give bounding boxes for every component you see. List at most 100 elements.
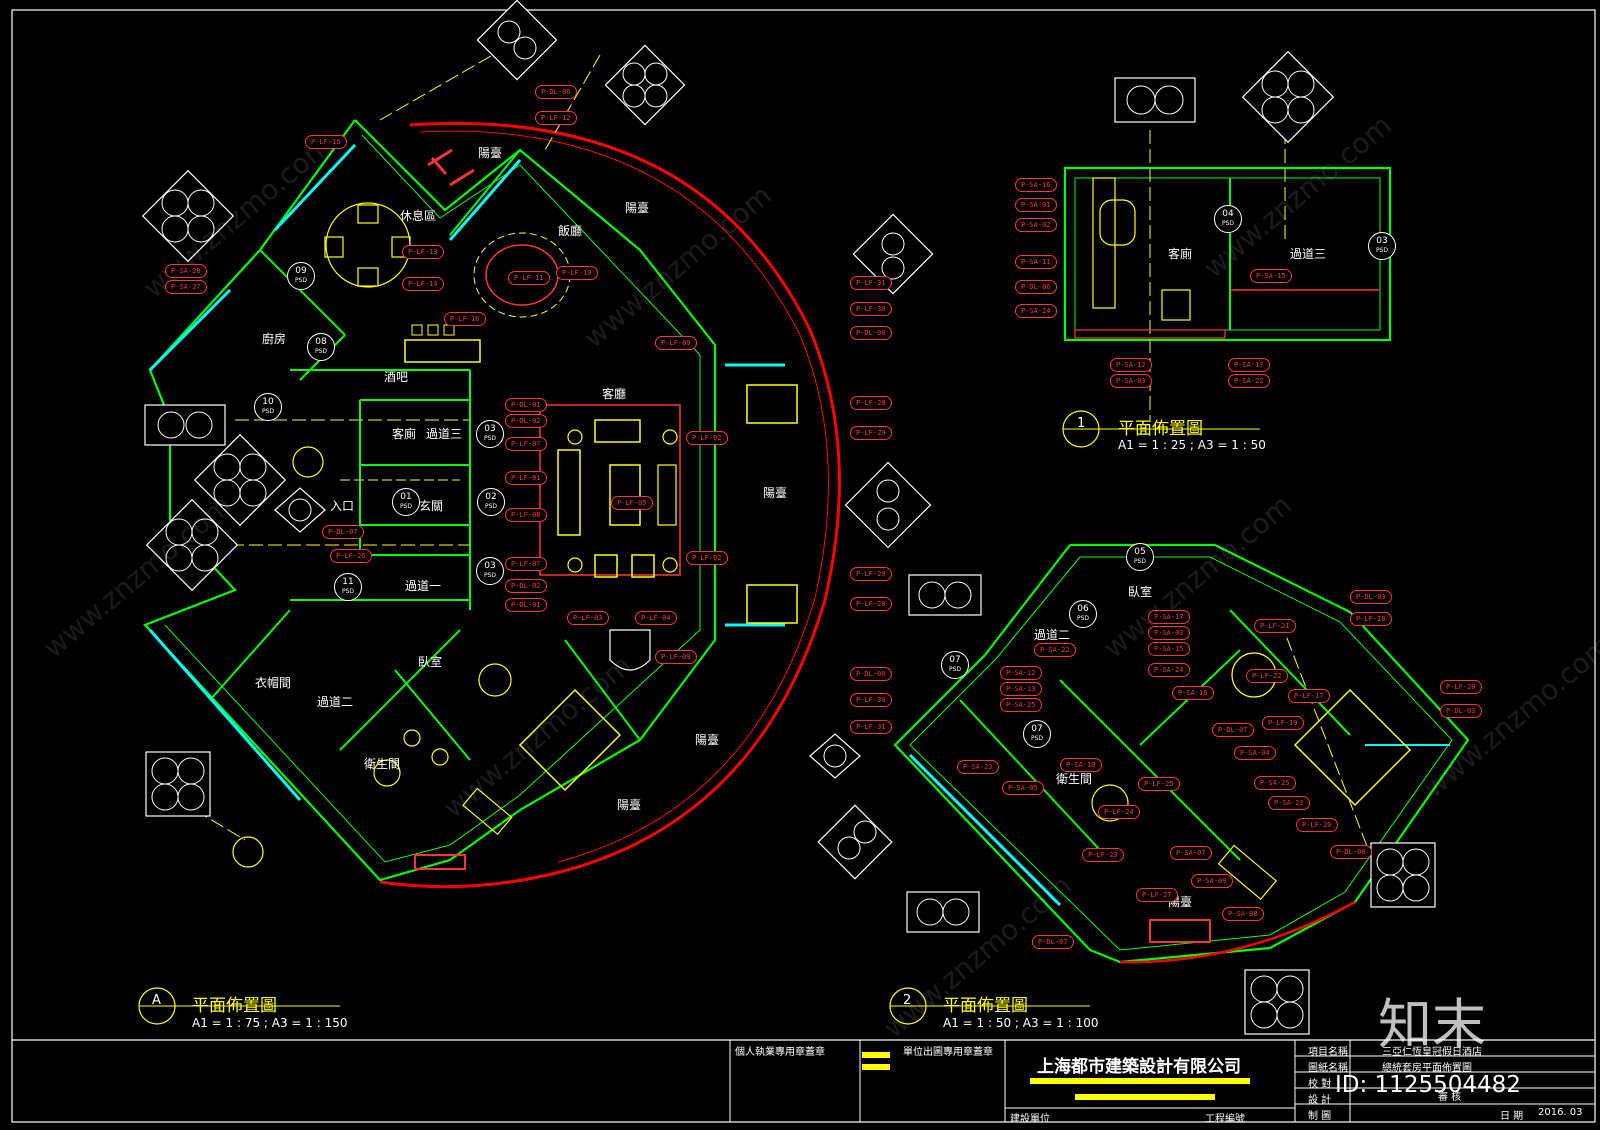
window xyxy=(148,629,302,801)
elevation-marker-four-way xyxy=(145,751,211,817)
finish-tag: P-SA-05 xyxy=(1002,781,1044,795)
finish-tag: P-SA-12 xyxy=(1110,358,1152,372)
date-label: 日 期 xyxy=(1500,1111,1524,1122)
sofa-top xyxy=(594,419,641,443)
plan-2-inner-wall xyxy=(909,556,1453,951)
finish-tag: P-SA-15 xyxy=(1148,642,1190,656)
room-label-terrace: 陽臺 xyxy=(763,486,788,500)
room-label-corridor-2: 過道二 xyxy=(317,695,354,709)
check-label: 校 對 xyxy=(1308,1079,1332,1090)
finish-tag: P-LF-05 xyxy=(611,496,653,510)
room-label-bathroom: 衛生間 xyxy=(364,757,401,771)
company-name: 上海都市建築設計有限公司 xyxy=(1037,1057,1241,1077)
centerline xyxy=(1279,619,1381,881)
lounger xyxy=(746,584,798,624)
elevation-marker-two-way xyxy=(852,213,934,295)
finish-tag: P-DL-03 xyxy=(1440,704,1482,718)
finish-tag: P-SA-17 xyxy=(1148,610,1190,624)
elevation-marker-two-way xyxy=(817,804,893,880)
room-label-terrace: 陽臺 xyxy=(625,201,650,215)
finish-tag: P-LF-25 xyxy=(1138,777,1180,791)
finish-tag: P-SA-16 xyxy=(1015,178,1057,192)
elevation-marker-two-way xyxy=(1114,77,1196,123)
finish-tag: P-LF-28 xyxy=(850,396,892,410)
finish-tag: P-DL-06 xyxy=(535,85,577,99)
coffee-table xyxy=(609,464,641,526)
shower xyxy=(373,759,401,787)
piano xyxy=(609,629,651,671)
plan-2-marker-number: 2 xyxy=(903,993,912,1008)
room-label-bedroom: 臥室 xyxy=(418,655,443,669)
elevation-marker-two-way xyxy=(906,891,980,933)
terrace-arc-inner xyxy=(419,130,829,863)
basin xyxy=(431,748,449,766)
elevation-marker-four-way xyxy=(193,433,287,527)
finish-tag: P-SA-25 xyxy=(1000,698,1042,712)
wall xyxy=(449,149,521,236)
elevation-marker-four-way xyxy=(1244,969,1310,1035)
section-callout xyxy=(292,446,324,478)
elevation-marker-four-way xyxy=(604,44,686,126)
bar-stool xyxy=(443,324,455,336)
elevation-marker-single xyxy=(809,733,861,779)
finish-tag: P-DL-03 xyxy=(1350,590,1392,604)
round-rug xyxy=(478,663,512,697)
finish-tag: P-SA-03 xyxy=(1110,374,1152,388)
finish-tag: P-DL-08 xyxy=(1330,845,1372,859)
window xyxy=(448,159,522,241)
finish-tag: P-LF-07 xyxy=(505,557,547,571)
room-label-foyer: 玄關 xyxy=(419,499,444,513)
elevation-marker-four-way xyxy=(1370,842,1436,908)
personal-seal-label: 個人執業專用章蓋章 xyxy=(735,1047,825,1058)
terrace-arc xyxy=(409,121,841,874)
armchair xyxy=(631,554,655,578)
bar-counter xyxy=(404,339,481,363)
project-label: 項目名稱 xyxy=(1308,1047,1348,1058)
room-label-corridor-3: 過道三 xyxy=(1290,247,1327,261)
plan-2-title: 平面佈置圖 xyxy=(943,996,1028,1016)
finish-tag: P-SA-03 xyxy=(1148,626,1190,640)
plan-1-scale: A1 = 1 : 25 ; A3 = 1 : 50 xyxy=(1118,438,1266,452)
wall xyxy=(394,669,471,761)
centerline xyxy=(379,44,511,121)
finish-tag: P-DL-06 xyxy=(1015,280,1057,294)
finish-tag: P-LF-27 xyxy=(1136,888,1178,902)
room-label-bar: 酒吧 xyxy=(384,370,409,384)
room-label-corridor-1: 過道一 xyxy=(405,579,442,593)
room-label-bedroom: 臥室 xyxy=(1128,585,1153,599)
finish-tag: P-LF-12 xyxy=(535,111,577,125)
drawing-value: 總統套房平面佈置圖 xyxy=(1382,1063,1472,1074)
room-label-terrace: 陽臺 xyxy=(617,798,642,812)
plan-2-outer-wall xyxy=(893,543,1470,964)
finish-tag: P-DL-01 xyxy=(505,598,547,612)
finish-tag: P-SA-12 xyxy=(1000,666,1042,680)
finish-tag: P-LF-09 xyxy=(655,650,697,664)
chair xyxy=(324,236,344,258)
draw-label: 制 圖 xyxy=(1308,1111,1332,1122)
design-label: 設 計 xyxy=(1308,1095,1332,1106)
room-label-cloakroom: 衣帽間 xyxy=(255,676,292,690)
finish-tag: P-LF-19 xyxy=(1262,716,1304,730)
finish-tag: P-SA-02 xyxy=(1015,218,1057,232)
title-block xyxy=(729,1039,1596,1123)
finish-tag: P-LF-20 xyxy=(1440,680,1482,694)
finish-tag: P-LF-11 xyxy=(508,271,550,285)
toilet xyxy=(1161,289,1191,321)
finish-tag: P-SA-27 xyxy=(165,280,207,294)
section-callout xyxy=(232,836,264,868)
floor-strip xyxy=(1074,329,1226,339)
finish-tag: P-SA-22 xyxy=(1034,643,1076,657)
basin xyxy=(403,729,421,747)
finish-tag: P-SA-23 xyxy=(957,760,999,774)
bed xyxy=(518,688,622,792)
drawing-frame xyxy=(11,9,1596,1123)
project-value: 三亞仁恆皇冠假日酒店 xyxy=(1382,1047,1482,1058)
room-label-dining: 飯廳 xyxy=(558,224,583,238)
bar-stool xyxy=(427,324,439,336)
finish-tag: P-SA-22 xyxy=(1228,374,1270,388)
